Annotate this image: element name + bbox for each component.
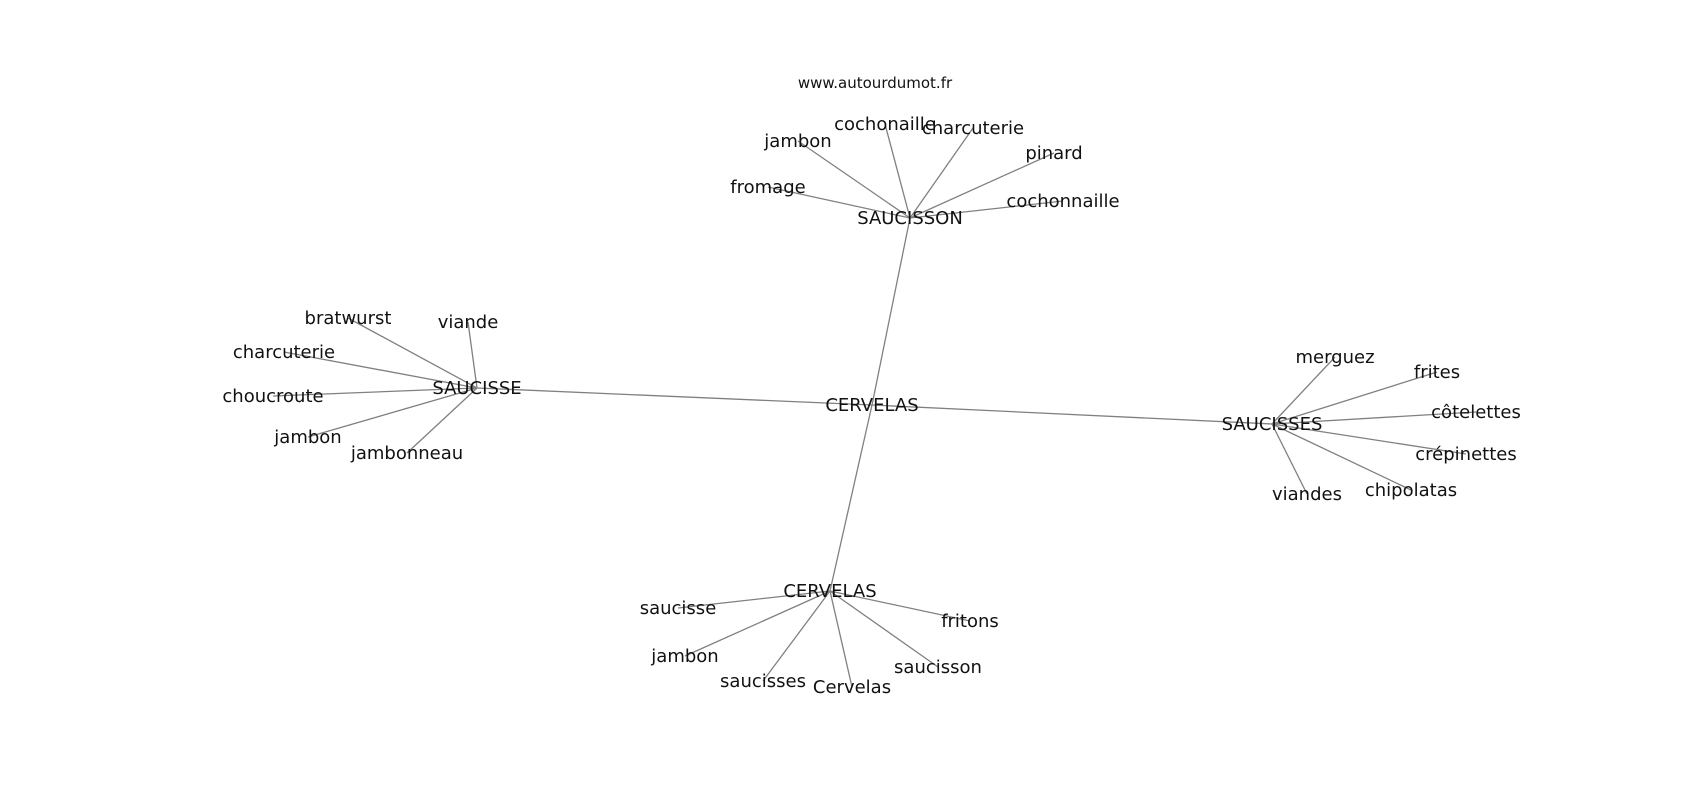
edge-saucisse-to-leaf: [272, 387, 478, 397]
leaf-node: crépinettes: [1415, 444, 1516, 465]
leaf-node: saucisses: [720, 671, 806, 692]
leaf-node: jambonneau: [350, 443, 463, 464]
leaf-node: charcuterie: [922, 118, 1024, 139]
leaf-node: choucroute: [222, 386, 323, 407]
leaf-node: saucisse: [640, 598, 717, 619]
edge-saucisson-to-leaf: [909, 152, 1055, 219]
leaf-node: viandes: [1272, 484, 1342, 505]
edge-saucisse-to-leaf: [307, 387, 478, 438]
leaf-node: viande: [438, 312, 499, 333]
edge-cervelas-to-leaf: [677, 590, 831, 609]
leaf-node: merguez: [1295, 347, 1374, 368]
leaf-node: cochonnaille: [1006, 191, 1119, 212]
edge-saucisse-to-leaf: [406, 387, 478, 454]
edges: [272, 123, 1477, 688]
edge-root-to-saucisse: [476, 387, 873, 406]
edge-cervelas-to-leaf: [684, 590, 831, 657]
edge-saucisson-to-leaf: [797, 140, 911, 219]
leaf-node: jambon: [650, 646, 718, 667]
edge-root-to-saucisses: [871, 404, 1273, 425]
hub-node: SAUCISSES: [1222, 414, 1323, 435]
edge-saucisse-to-leaf: [467, 321, 478, 389]
edge-cervelas-to-leaf: [829, 590, 853, 688]
leaf-node: bratwurst: [305, 308, 392, 329]
leaf-node: jambon: [763, 131, 831, 152]
edge-root-to-cervelas: [829, 404, 873, 592]
edge-saucisses-to-leaf: [1271, 356, 1336, 425]
edge-saucisson-to-leaf: [767, 186, 911, 219]
edge-saucisses-to-leaf: [1271, 423, 1308, 495]
hub-node: SAUCISSON: [857, 208, 963, 229]
leaf-node: cochonaille: [834, 114, 936, 135]
leaf-node: chipolatas: [1365, 480, 1457, 501]
edge-root-to-saucisson: [871, 217, 911, 406]
leaf-node: Cervelas: [813, 677, 891, 698]
leaf-node: saucisson: [894, 657, 982, 678]
leaf-node: frites: [1414, 362, 1460, 383]
hub-node: SAUCISSE: [432, 378, 521, 399]
edge-saucisses-to-leaf: [1271, 371, 1438, 425]
leaf-node: charcuterie: [233, 342, 335, 363]
node-labels: CERVELASSAUCISSONjamboncochonaillecharcu…: [222, 114, 1520, 698]
leaf-node: fromage: [730, 177, 805, 198]
edge-saucisse-to-leaf: [347, 317, 478, 389]
edge-cervelas-to-leaf: [829, 590, 939, 668]
leaf-node: pinard: [1025, 143, 1082, 164]
root-node: CERVELAS: [825, 395, 918, 416]
leaf-node: fritons: [941, 611, 999, 632]
edge-saucisses-to-leaf: [1271, 423, 1467, 455]
edge-saucisses-to-leaf: [1271, 423, 1412, 491]
edge-saucisson-to-leaf: [884, 123, 911, 219]
leaf-node: jambon: [273, 427, 341, 448]
leaf-node: côtelettes: [1431, 402, 1521, 423]
site-url: www.autourdumot.fr: [798, 74, 953, 92]
edge-cervelas-to-leaf: [829, 590, 971, 622]
edge-saucisse-to-leaf: [283, 351, 478, 389]
edge-cervelas-to-leaf: [762, 590, 831, 682]
hub-node: CERVELAS: [783, 581, 876, 602]
edge-saucisson-to-leaf: [909, 127, 974, 219]
edge-saucisses-to-leaf: [1271, 411, 1477, 425]
edge-saucisson-to-leaf: [909, 200, 1064, 219]
